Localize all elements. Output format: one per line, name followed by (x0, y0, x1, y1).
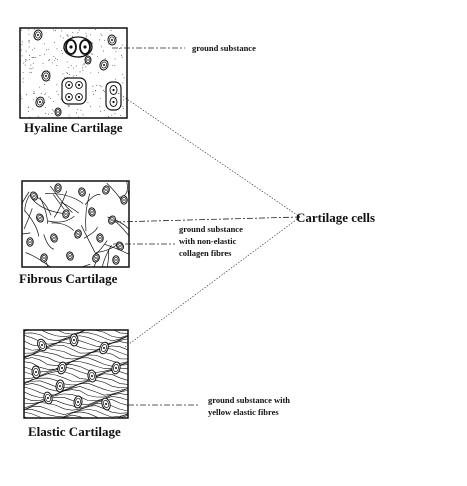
cartilage-cell (37, 338, 47, 352)
leader-lines (112, 47, 301, 406)
cartilage-cell (66, 251, 74, 261)
elastic-title: Elastic Cartilage (28, 424, 121, 439)
fibrous-ground-substance-label: ground substance with non-elastic collag… (179, 223, 243, 259)
cartilage-cell-pair (63, 36, 93, 58)
cartilage-cell (31, 365, 41, 379)
cartilage-cell (96, 233, 104, 243)
cartilage-cell (101, 397, 111, 411)
cartilage-cell-pair (105, 81, 122, 111)
cartilage-cell (112, 255, 120, 265)
cartilage-cell (57, 361, 67, 375)
hyaline-cartilage-sample (19, 27, 128, 119)
elastic-cell-pointer (124, 216, 301, 348)
cartilage-cell (73, 395, 83, 409)
cartilage-cell (26, 237, 34, 247)
hyaline-title: Hyaline Cartilage (24, 120, 123, 135)
cartilage-cell (35, 96, 45, 108)
cartilage-cell (120, 195, 128, 205)
cartilage-cell (108, 215, 116, 225)
cartilage-cell (99, 59, 109, 71)
cartilage-cell (54, 107, 62, 117)
cartilage-cell (99, 341, 109, 355)
cartilage-cell (43, 391, 53, 405)
elastic-label-line: yellow elastic fibres (208, 407, 279, 417)
cartilage-cell (36, 213, 44, 223)
cartilage-cell (54, 183, 62, 193)
cartilage-cell-group (61, 77, 87, 105)
fibrous-ground-leader (114, 216, 301, 223)
cartilage-cell (92, 253, 100, 263)
cartilage-cell (88, 207, 96, 217)
fibrous-label-line: collagen fibres (179, 248, 232, 258)
cartilage-cell (84, 55, 92, 65)
cartilage-cell (62, 209, 70, 219)
cartilage-cell (33, 29, 43, 41)
cartilage-cell (40, 253, 48, 263)
cartilage-cell (87, 369, 97, 383)
cartilage-cell (107, 34, 117, 46)
cartilage-cell (111, 361, 121, 375)
cartilage-cells-label: Cartilage cells (296, 210, 376, 225)
hyaline-cell-pointer (117, 92, 301, 218)
elastic-cartilage-sample (23, 329, 129, 419)
elastic-ground-substance-label: ground substance with yellow elastic fib… (208, 394, 290, 418)
fibrous-cartilage-sample (21, 180, 130, 268)
elastic-label-line: ground substance with (208, 395, 291, 405)
cartilage-cell (69, 333, 79, 347)
fibrous-label-line: ground substance (179, 224, 243, 234)
hyaline-ground-substance-label: ground substance (192, 43, 256, 53)
fibrous-title: Fibrous Cartilage (19, 271, 118, 286)
cartilage-cell (102, 185, 110, 195)
cartilage-cell (55, 379, 65, 393)
cartilage-cell (78, 187, 86, 197)
cartilage-cell (50, 233, 58, 243)
cartilage-cell (41, 70, 51, 82)
fibrous-label-line: with non-elastic (179, 236, 237, 246)
cartilage-cell (74, 229, 82, 239)
cartilage-cell (30, 191, 38, 201)
